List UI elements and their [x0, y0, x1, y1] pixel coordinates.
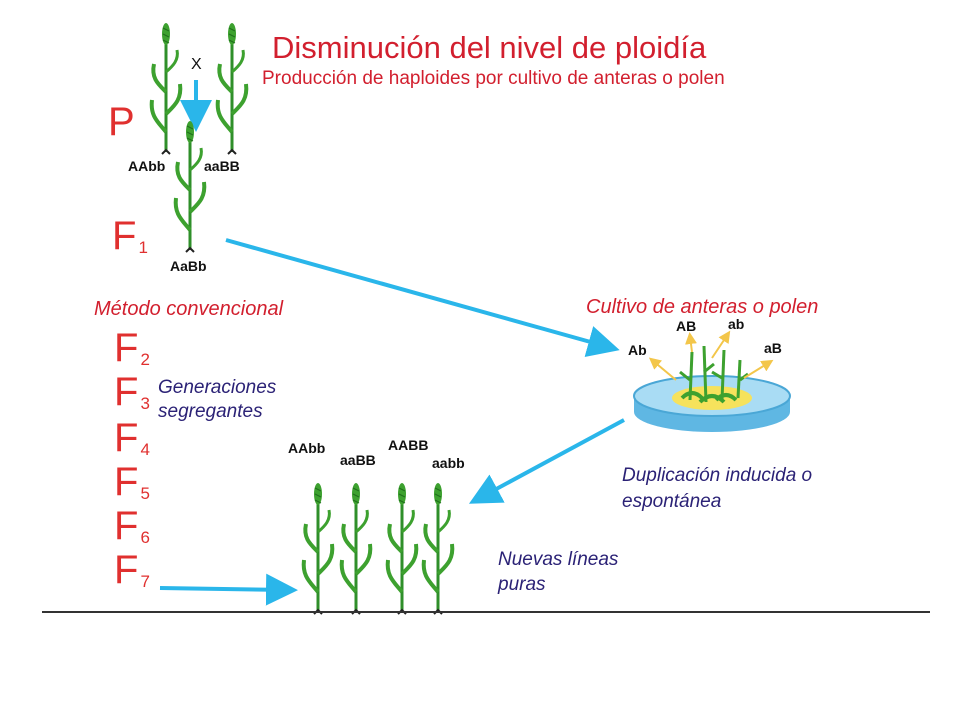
pure-genotype-aabb: aabb — [432, 455, 465, 471]
pure-genotype-AAbb: AAbb — [288, 440, 326, 456]
f1-genotype: AaBb — [170, 258, 207, 274]
pure-lines-label-line1: Nuevas líneas — [498, 549, 619, 570]
arrow-from-f7 — [159, 573, 298, 606]
diagram-subtitle: Producción de haploides por cultivo de a… — [262, 68, 725, 89]
segregating-generations-line2: segregantes — [158, 401, 263, 422]
parent-genotype-left: AAbb — [128, 158, 166, 174]
parent-genotype-right: aaBB — [204, 158, 240, 174]
diagram-title: Disminución del nivel de ploidía — [272, 30, 707, 65]
parent-plant-left — [149, 21, 183, 156]
arrow-to-pure-lines — [468, 418, 625, 504]
gamete-aB: aB — [764, 340, 782, 356]
pure-plant-3 — [385, 481, 419, 616]
segregating-generations-line1: Generaciones — [158, 377, 277, 398]
gamete-AB: AB — [676, 318, 697, 334]
parent-generation-label: P — [108, 100, 135, 144]
gamete-ab: ab — [728, 316, 745, 332]
conventional-method-heading: Método convencional — [94, 298, 284, 320]
pure-plant-4 — [421, 481, 455, 616]
pure-plant-2 — [339, 481, 373, 616]
duplication-text-line2: espontánea — [622, 491, 722, 512]
petri-dish — [633, 330, 791, 432]
f1-plant — [173, 119, 207, 254]
pure-genotype-aaBB: aaBB — [340, 452, 376, 468]
pure-plant-1 — [301, 481, 335, 616]
pure-genotype-AABB: AABB — [388, 437, 429, 453]
parent-plant-right — [215, 21, 249, 156]
pure-lines-label-line2: puras — [498, 574, 546, 595]
arrow-to-culture — [225, 238, 620, 357]
culture-heading: Cultivo de anteras o polen — [586, 296, 819, 318]
duplication-text-line1: Duplicación inducida o — [622, 465, 813, 486]
cross-symbol: X — [191, 56, 202, 73]
gamete-Ab: Ab — [628, 342, 647, 358]
